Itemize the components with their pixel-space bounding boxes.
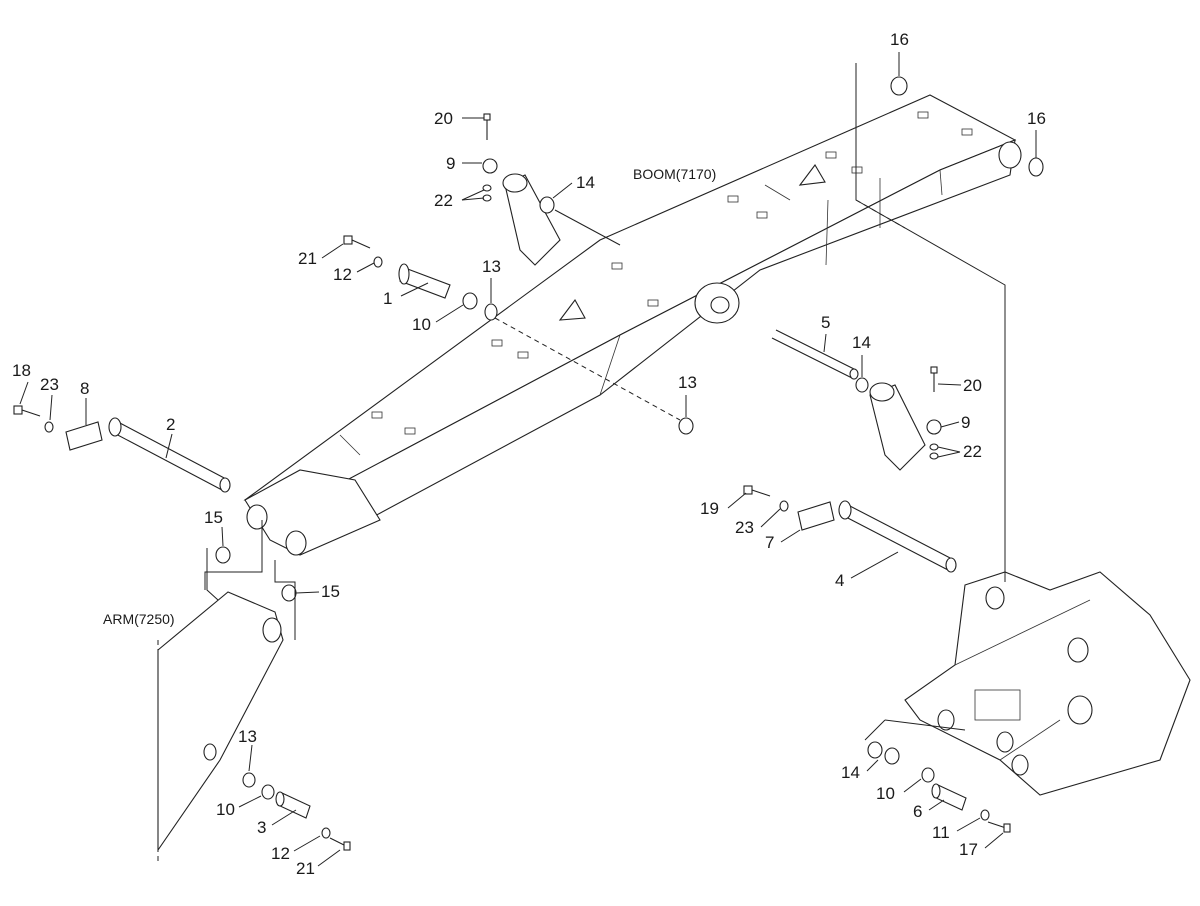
callout-4: 4 (835, 571, 844, 590)
callout-1: 1 (383, 289, 392, 308)
callout-15-right: 15 (321, 582, 340, 601)
bolt-18 (13, 405, 41, 417)
callout-10-lower: 10 (876, 784, 895, 803)
callout-20-lower: 20 (963, 376, 982, 395)
bolt-21-upper (343, 235, 371, 249)
boom-label: BOOM(7170) (633, 166, 716, 182)
callout-3: 3 (257, 818, 266, 837)
callout-9-upper: 9 (446, 154, 455, 173)
boom (243, 94, 1022, 556)
callout-22-lower: 22 (963, 442, 982, 461)
callout-13-middle: 13 (678, 373, 697, 392)
bolt-21-lower (329, 837, 351, 851)
plate-7 (797, 501, 835, 531)
bolt-20-lower (930, 366, 938, 392)
callout-11: 11 (932, 823, 950, 842)
bolt-17 (987, 821, 1011, 833)
callout-21-lower: 21 (296, 859, 315, 878)
callout-17: 17 (959, 840, 978, 859)
pin-4 (838, 500, 957, 573)
callout-21-upper: 21 (298, 249, 317, 268)
washers (44, 76, 1044, 839)
base-bracket (904, 571, 1191, 796)
callout-10-arm: 10 (216, 800, 235, 819)
pin-2 (108, 417, 231, 493)
callout-12-lower: 12 (271, 844, 290, 863)
bolt-20-upper (483, 113, 491, 140)
pin-6 (931, 783, 967, 811)
callout-13-lower: 13 (238, 727, 257, 746)
leader-lines (204, 63, 1006, 741)
callout-5: 5 (821, 313, 830, 332)
pin-1 (398, 263, 451, 299)
callout-2: 2 (166, 415, 175, 434)
callout-16-top: 16 (890, 30, 909, 49)
callout-9-lower: 9 (961, 413, 970, 432)
arm-label: ARM(7250) (103, 611, 175, 627)
callout-20-upper: 20 (434, 109, 453, 128)
callout-6: 6 (913, 802, 922, 821)
arm (157, 591, 284, 865)
plate-8 (65, 421, 103, 451)
callout-23-left: 23 (40, 375, 59, 394)
cylinder-rod-lower (869, 382, 926, 471)
callout-13-upper: 13 (482, 257, 501, 276)
callout-8: 8 (80, 379, 89, 398)
bolt-19 (743, 485, 771, 497)
callout-leaders (19, 52, 1037, 867)
pin-3 (275, 791, 311, 819)
callout-7: 7 (765, 533, 774, 552)
cylinder-rod-upper (502, 173, 561, 266)
callout-10-upper: 10 (412, 315, 431, 334)
callout-14-upper: 14 (576, 173, 595, 192)
callout-23-right: 23 (735, 518, 754, 537)
callout-18: 18 (12, 361, 31, 380)
callout-15-left: 15 (204, 508, 223, 527)
callout-14-middle: 14 (852, 333, 871, 352)
callout-19: 19 (700, 499, 719, 518)
callout-16-right: 16 (1027, 109, 1046, 128)
callout-12-upper: 12 (333, 265, 352, 284)
callout-14-lower: 14 (841, 763, 860, 782)
callout-22-upper: 22 (434, 191, 453, 210)
pin-5 (771, 329, 859, 380)
